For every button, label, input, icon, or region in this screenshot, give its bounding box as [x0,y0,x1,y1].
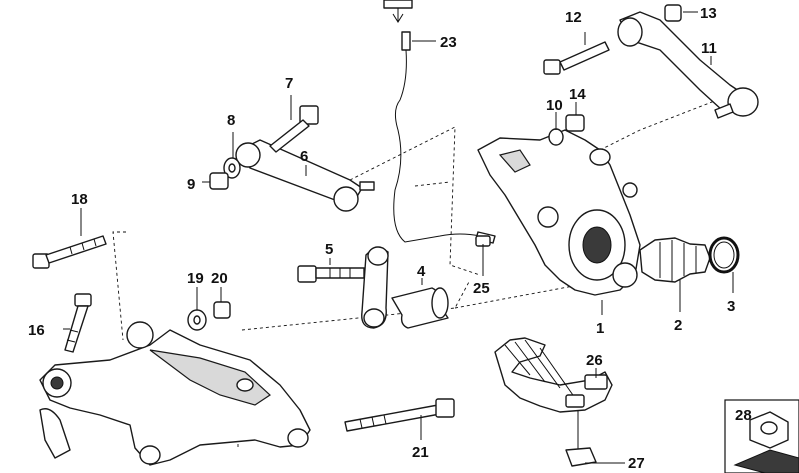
callout-1: 1 [596,320,604,337]
washer-19-part [187,309,207,331]
bolt-12-part [543,41,610,75]
wheel-carrier-part [477,129,641,296]
callout-26: 26 [586,352,603,369]
callout-9: 9 [187,176,195,193]
bolt-16-part [64,293,92,353]
bracket-27-part [565,410,597,467]
nut-28-inset [724,399,799,473]
callout-11: 11 [701,40,717,57]
callout-8: 8 [227,112,235,129]
callout-2: 2 [674,317,682,334]
nut-9-part [209,172,229,190]
callout-25: 25 [473,280,490,297]
callout-20: 20 [211,270,228,287]
upper-arm-11-part [617,11,759,119]
callout-16: 16 [28,322,45,339]
nut-20-part [213,301,231,319]
callout-5: 5 [325,241,333,258]
coupling-link-part [361,246,389,329]
sleeve-part [391,287,449,329]
callout-19: 19 [187,270,204,287]
washer-8-part [223,157,241,179]
callout-4: 4 [417,263,426,280]
nut-13-part [664,4,682,22]
bolt-18-part [32,235,107,269]
callout-27: 27 [628,455,645,472]
callout-3: 3 [727,298,735,315]
callout-7: 7 [285,75,293,92]
cv-boot-part [639,237,711,283]
callout-labels: 1 2 3 4 5 6 7 8 9 10 14 11 12 13 16 18 1… [28,5,752,472]
circlip-part [708,236,740,274]
callout-leaders [63,11,734,464]
link-bolt-5-part [297,265,365,283]
lower-control-arm-part [39,321,311,466]
callout-18: 18 [71,191,88,208]
wiring-harness-26-part [494,337,613,413]
callout-11-14: 14 [569,86,586,103]
callout-28: 28 [735,407,752,424]
callout-21: 21 [412,444,429,461]
callout-12: 12 [565,9,582,26]
bolt-7-part [269,105,319,153]
callout-23: 23 [440,34,457,51]
callout-10: 10 [546,97,563,114]
bolt-10-part [548,128,564,146]
bushing-14-part [565,114,585,132]
callout-6: 6 [300,148,308,165]
callout-13: 13 [700,5,717,22]
bolt-21-part [344,398,455,432]
